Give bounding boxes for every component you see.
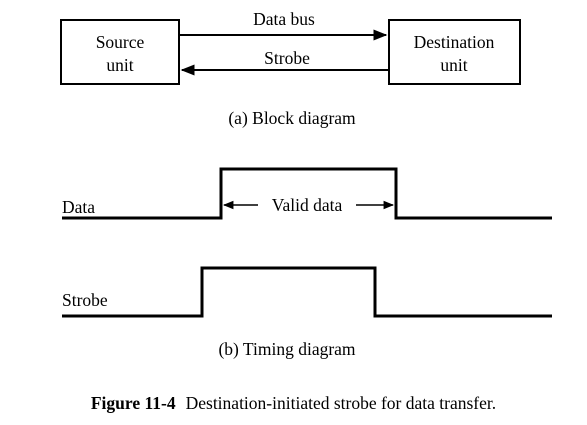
data-bus-label: Data bus [253, 9, 315, 29]
strobe-waveform [62, 266, 552, 318]
data-waveform [62, 167, 552, 220]
block-diagram-subcaption: (a) Block diagram [228, 108, 356, 128]
destination-unit-label-line2: unit [440, 55, 467, 75]
timing-diagram-subcaption: (b) Timing diagram [218, 339, 355, 359]
figure-caption-text: Destination-initiated strobe for data tr… [185, 393, 497, 413]
source-unit-box [60, 19, 180, 85]
figure-number: Figure 11-4 [90, 393, 176, 413]
data-signal-label: Data [62, 197, 95, 217]
source-unit-label-line2: unit [106, 55, 133, 75]
strobe-signal-label: Strobe [62, 290, 108, 310]
destination-unit-box [388, 19, 521, 85]
valid-data-label: Valid data [272, 195, 343, 215]
destination-unit-label-line1: Destination [414, 32, 495, 52]
strobe-arrow-label: Strobe [264, 48, 310, 68]
figure-caption: Figure 11-4 Destination-initiated strobe … [0, 393, 587, 414]
source-unit-label-line1: Source [96, 32, 145, 52]
